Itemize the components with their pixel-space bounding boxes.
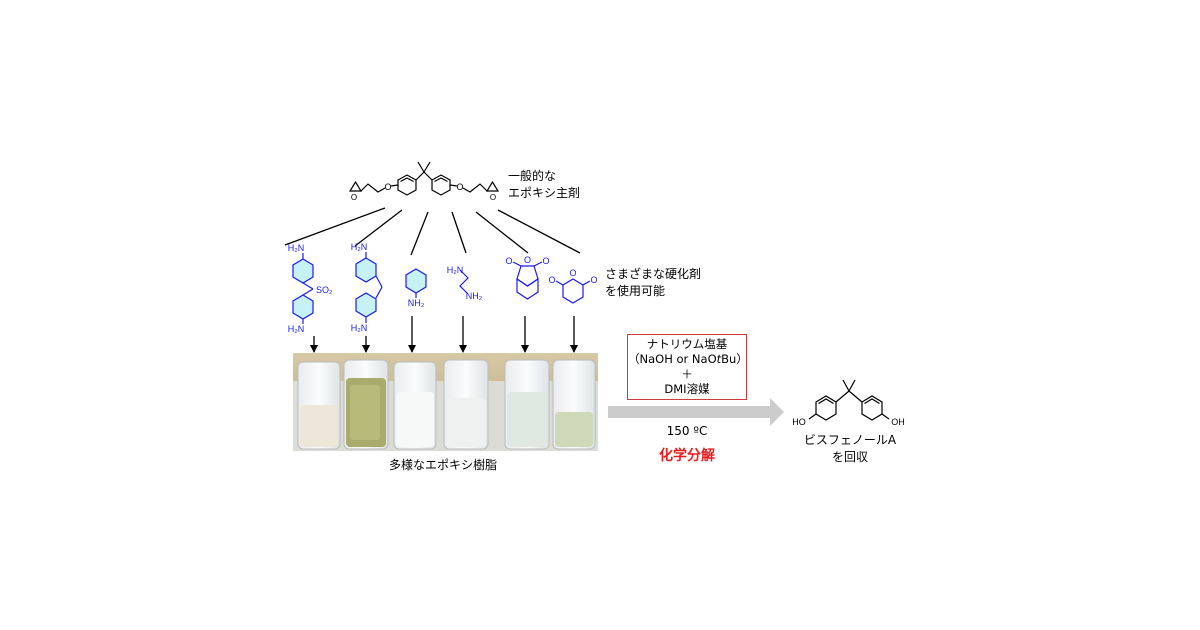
aniline-nh2: NH₂ bbox=[408, 298, 425, 308]
bpa-oh-label: OH bbox=[891, 417, 905, 427]
reaction-method: 化学分解 bbox=[659, 448, 715, 464]
anh2-o-right: O bbox=[590, 275, 597, 285]
reagent-line2-start: （NaOH or NaO bbox=[628, 352, 717, 366]
mda-ring-top bbox=[355, 257, 377, 283]
connector-lines bbox=[284, 207, 581, 256]
reagent-line3: DMI溶媒 bbox=[664, 382, 710, 396]
product-label-line1: ビスフェノールA bbox=[803, 433, 897, 447]
dds-nh2-top: H₂N bbox=[288, 243, 305, 253]
hardener-atom-labels: H₂N SO₂ H₂N H₂N H₂N NH₂ H₂N NH₂ O O O O … bbox=[288, 242, 598, 334]
mda-nh2-bottom: H₂N bbox=[351, 323, 368, 333]
reagent-line2-italic: t bbox=[716, 352, 722, 366]
vial-4 bbox=[443, 359, 489, 450]
anhydride-five-ring bbox=[516, 265, 539, 287]
mda-nh2-top: H₂N bbox=[351, 242, 368, 252]
epoxy-main-label-line1: 一般的な bbox=[508, 169, 557, 183]
reagent-line1: ナトリウム塩基 bbox=[646, 337, 728, 351]
reaction-arrow bbox=[608, 398, 784, 426]
bpa-ho-label: HO bbox=[792, 417, 806, 427]
en-nh2-bottom: NH₂ bbox=[466, 291, 483, 301]
hardeners-label: さまざまな硬化剤 を使用可能 bbox=[605, 266, 701, 300]
product-label: ビスフェノールA を回収 bbox=[785, 432, 915, 466]
epoxy-main-label: 一般的な エポキシ主剤 bbox=[508, 168, 580, 202]
aniline-ring bbox=[405, 268, 427, 294]
down-arrows bbox=[310, 316, 578, 353]
epoxy-main-label-line2: エポキシ主剤 bbox=[508, 186, 581, 200]
reagent-box: ナトリウム塩基 （NaOH or NaOtBu） ＋ DMI溶媒 bbox=[627, 334, 748, 400]
anh1-o-right: O bbox=[542, 256, 549, 266]
dds-ring-top bbox=[292, 258, 314, 284]
resin-vials-photo bbox=[293, 353, 598, 451]
anh1-o-left: O bbox=[505, 256, 512, 266]
vial-2 bbox=[343, 359, 389, 450]
glutaric-ring bbox=[562, 278, 584, 304]
epoxy-o-left: O bbox=[384, 182, 391, 192]
en-nh2-top: H₂N bbox=[447, 265, 464, 275]
dds-so2: SO₂ bbox=[316, 285, 333, 295]
epoxy-o-ep-left: O bbox=[351, 193, 357, 202]
ethylenediamine-chain bbox=[459, 269, 469, 295]
resins-caption: 多様なエポキシ樹脂 bbox=[388, 458, 497, 472]
dds-ring-bottom bbox=[292, 294, 314, 320]
product-label-line2: を回収 bbox=[831, 450, 868, 464]
reaction-temperature: 150 ºC bbox=[666, 424, 708, 438]
anh2-o-ring: O bbox=[569, 268, 576, 278]
anh2-o-left: O bbox=[548, 275, 555, 285]
epoxy-o-right: O bbox=[456, 182, 463, 192]
vial-3 bbox=[393, 361, 437, 450]
reagent-plus: ＋ bbox=[681, 367, 693, 381]
hardeners-label-line1: さまざまな硬化剤 bbox=[605, 267, 702, 281]
hardeners-label-line2: を使用可能 bbox=[605, 284, 666, 298]
hardener-structures bbox=[292, 252, 591, 324]
dds-nh2-bottom: H₂N bbox=[288, 324, 305, 334]
anhydride-six-ring bbox=[516, 277, 539, 300]
anh1-o-ring: O bbox=[524, 255, 531, 265]
vial-1 bbox=[297, 361, 341, 450]
bisphenol-a-structure bbox=[808, 379, 890, 421]
vial-6 bbox=[552, 359, 596, 450]
vial-5 bbox=[504, 359, 550, 450]
epoxy-o-ep-right: O bbox=[490, 193, 496, 202]
mda-ring-bottom bbox=[355, 292, 377, 318]
epoxy-main-structure bbox=[348, 161, 500, 196]
reagent-line2-end: Bu） bbox=[721, 352, 748, 366]
reagent-line2: （NaOH or NaOtBu） bbox=[628, 352, 748, 367]
